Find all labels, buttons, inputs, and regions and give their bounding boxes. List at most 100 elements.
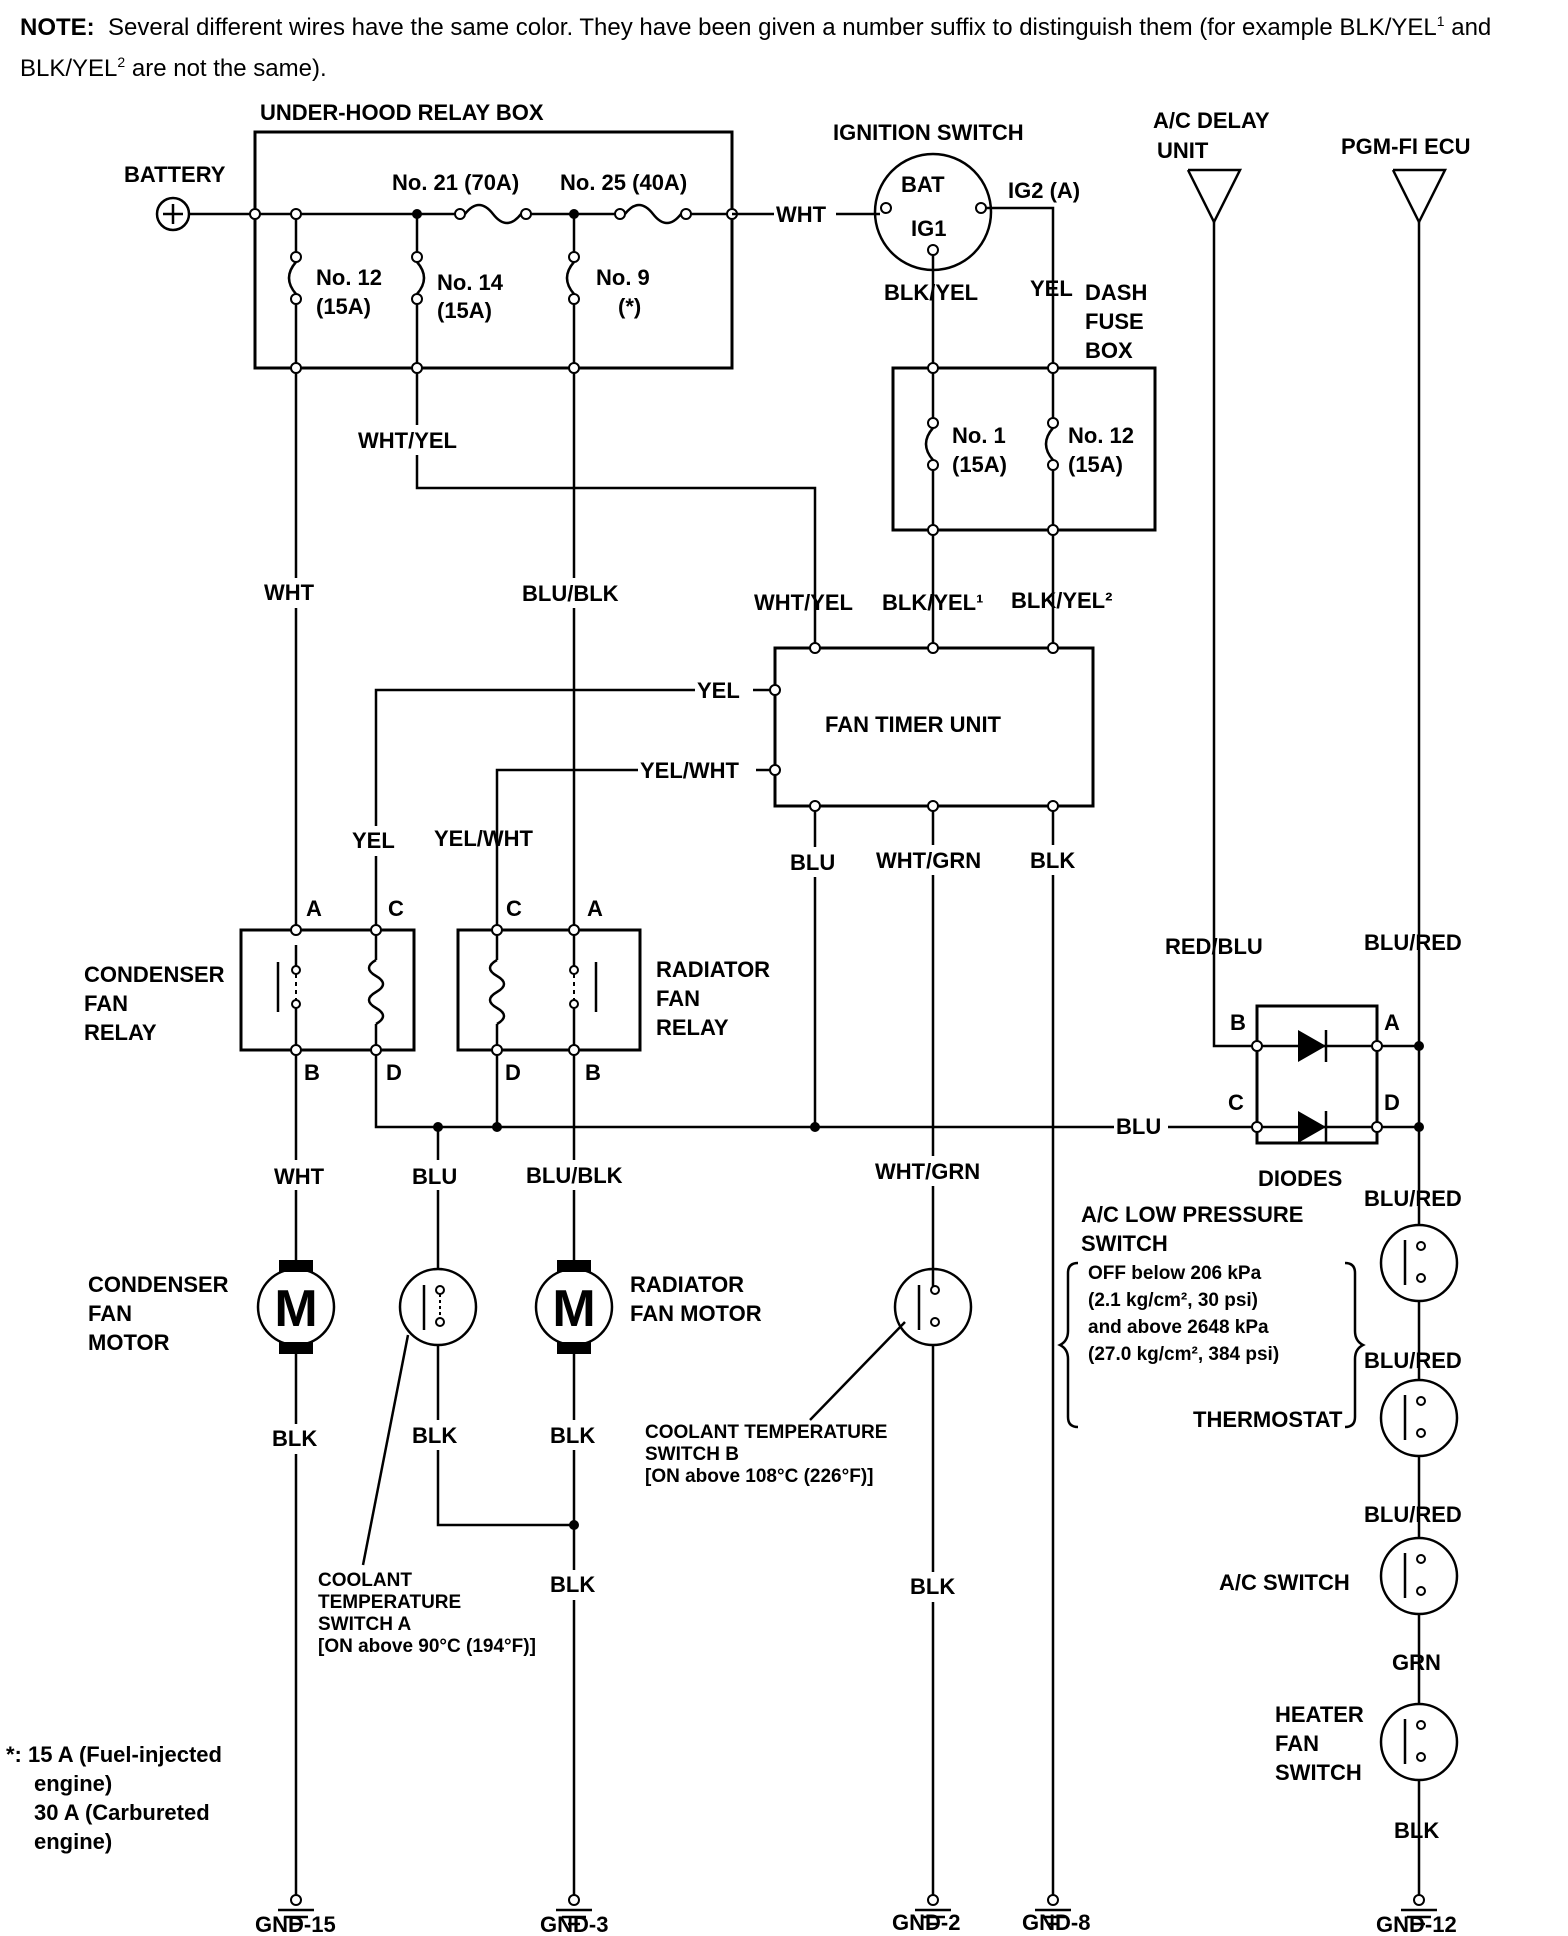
- gnd12-label: GND-12: [1376, 1912, 1457, 1936]
- ac-lp-label-4: (2.1 kg/cm², 30 psi): [1088, 1290, 1258, 1311]
- gnd8-label: GND-8: [1022, 1910, 1090, 1935]
- wire-blu-red-4: BLU/RED: [1364, 1502, 1462, 1527]
- condenser-fan-relay: [239, 928, 416, 1052]
- wire-blu-red-2: BLU/RED: [1364, 1186, 1462, 1211]
- diode-terminal-d: D: [1384, 1090, 1400, 1115]
- thermostat-label: THERMOSTAT: [1193, 1407, 1343, 1432]
- wire-yel-wht-2: YEL/WHT: [434, 826, 534, 851]
- radiator-fan-motor: M: [534, 1260, 614, 1354]
- fan-timer-label: FAN TIMER UNIT: [825, 712, 1002, 737]
- fuse-no21: [454, 203, 532, 225]
- wire-red-blu: RED/BLU: [1165, 934, 1263, 959]
- wire-wht-grn-1: WHT/GRN: [876, 848, 981, 873]
- note-text-a: Several different wires have the same co…: [108, 14, 1437, 41]
- wire-blk-3: BLK: [412, 1423, 457, 1448]
- wire-wht-yel-1: WHT/YEL: [358, 428, 457, 453]
- ignition-switch-label: IGNITION SWITCH: [833, 120, 1024, 145]
- radiator-motor-label-1: RADIATOR: [630, 1272, 744, 1297]
- footnote-line1: *: 15 A (Fuel-injected: [6, 1742, 222, 1767]
- footnote-line4: engine): [34, 1829, 112, 1854]
- diode-terminal-a: A: [1384, 1010, 1400, 1035]
- wire-wht-1: WHT: [264, 580, 315, 605]
- dash-fuse-box: [891, 366, 1157, 532]
- note-label: NOTE:: [20, 14, 95, 41]
- radiator-motor-m: M: [552, 1280, 595, 1338]
- condenser-relay-label-3: RELAY: [84, 1020, 157, 1045]
- condenser-motor-m: M: [274, 1280, 317, 1338]
- thermostat-symbol: [1379, 1378, 1459, 1458]
- wire-wht-grn-2: WHT/GRN: [875, 1159, 980, 1184]
- cfr-terminal-b: B: [304, 1060, 320, 1085]
- ground-symbol-gnd2: [915, 1894, 951, 1926]
- condenser-relay-label-2: FAN: [84, 991, 128, 1016]
- note-text-c: are not the same).: [125, 55, 327, 82]
- ac-lp-label-5: and above 2648 kPa: [1088, 1317, 1269, 1338]
- wire-blk-yel2: BLK/YEL²: [1011, 588, 1112, 613]
- ac-switch-symbol: [1379, 1536, 1459, 1616]
- condenser-motor-label-1: CONDENSER: [88, 1272, 229, 1297]
- radiator-relay-label-2: FAN: [656, 986, 700, 1011]
- coolant-a-label-2: TEMPERATURE: [318, 1592, 461, 1613]
- wire-yel-top: YEL: [1030, 276, 1073, 301]
- fuse-no12-label: No. 12: [316, 265, 382, 290]
- fuse-no14-amp: (15A): [437, 298, 492, 323]
- wire-blu-2: BLU: [1116, 1114, 1161, 1139]
- fuse-no25: [614, 203, 692, 225]
- wire-wht-2: WHT: [274, 1164, 325, 1189]
- note: NOTE: Several different wires have the s…: [20, 4, 1550, 86]
- ac-delay-unit-symbol: [1186, 168, 1243, 225]
- wire-yel-wht-1: YEL/WHT: [640, 758, 740, 783]
- rfr-terminal-b: B: [585, 1060, 601, 1085]
- wire-yel-3: YEL: [352, 828, 395, 853]
- battery-label: BATTERY: [124, 162, 226, 187]
- ac-lp-label-1: A/C LOW PRESSURE: [1081, 1202, 1303, 1227]
- ground-symbol-gnd8: [1035, 1894, 1071, 1926]
- condenser-motor-label-3: MOTOR: [88, 1330, 170, 1355]
- note-text-b: and BLK/YEL: [20, 14, 1492, 82]
- coolant-b-label-2: SWITCH B: [645, 1444, 739, 1465]
- wire-blu-3: BLU: [412, 1164, 457, 1189]
- diodes-label: DIODES: [1258, 1166, 1342, 1191]
- rfr-terminal-a: A: [587, 896, 603, 921]
- ground-labels: GND-15 GND-3 GND-2 GND-8 GND-12: [255, 1910, 1457, 1936]
- coolant-a-label-4: [ON above 90°C (194°F)]: [318, 1636, 536, 1657]
- fuse-no14-label: No. 14: [437, 270, 504, 295]
- condenser-motor-label-2: FAN: [88, 1301, 132, 1326]
- ground-symbol-gnd12: [1401, 1894, 1437, 1926]
- heater-fan-label-1: HEATER: [1275, 1702, 1364, 1727]
- radiator-relay-contacts: [488, 935, 598, 1050]
- wire-blu-blk-1: BLU/BLK: [522, 581, 619, 606]
- cfr-terminal-c: C: [388, 896, 404, 921]
- wire-grn: GRN: [1392, 1650, 1441, 1675]
- pgm-fi-ecu-label: PGM-FI ECU: [1341, 134, 1471, 159]
- heater-fan-label-3: SWITCH: [1275, 1760, 1362, 1785]
- ground-symbol-gnd15: [278, 1894, 314, 1926]
- footnote-line3: 30 A (Carbureted: [34, 1800, 210, 1825]
- wire-blk-4: BLK: [550, 1423, 595, 1448]
- wire-blk-1: BLK: [1030, 848, 1075, 873]
- coolant-switch-a-symbol: [398, 1267, 478, 1347]
- heater-fan-switch-symbol: [1379, 1702, 1459, 1782]
- ign-ig2: IG2 (A): [1008, 178, 1080, 203]
- fuse-no21-label: No. 21 (70A): [392, 170, 519, 195]
- ac-switch-label: A/C SWITCH: [1219, 1570, 1350, 1595]
- dash-fuse-label-3: BOX: [1085, 338, 1133, 363]
- fuse-no12-amp: (15A): [316, 294, 371, 319]
- ac-delay-label-1: A/C DELAY: [1153, 108, 1270, 133]
- dash-fuse-no12: No. 12: [1068, 423, 1134, 448]
- radiator-motor-label-2: FAN MOTOR: [630, 1301, 762, 1326]
- wire-blk-yel: BLK/YEL: [884, 280, 978, 305]
- ign-ig1: IG1: [911, 216, 946, 241]
- dash-fuse-no1-amp: (15A): [952, 452, 1007, 477]
- ac-lp-label-3: OFF below 206 kPa: [1088, 1263, 1262, 1284]
- cfr-terminal-d: D: [386, 1060, 402, 1085]
- ac-lp-label-6: (27.0 kg/cm², 384 psi): [1088, 1344, 1279, 1365]
- ign-bat: BAT: [901, 172, 945, 197]
- ground-symbol-gnd3: [556, 1894, 592, 1926]
- fuse-no9-amp: (*): [618, 294, 641, 319]
- footnote-line2: engine): [34, 1771, 112, 1796]
- dash-fuse-no1: No. 1: [952, 423, 1006, 448]
- wire-wht-top: WHT: [776, 202, 827, 227]
- terminal-labels: A C B D C A D B B A C D: [304, 896, 1400, 1115]
- wire-blk-2: BLK: [272, 1426, 317, 1451]
